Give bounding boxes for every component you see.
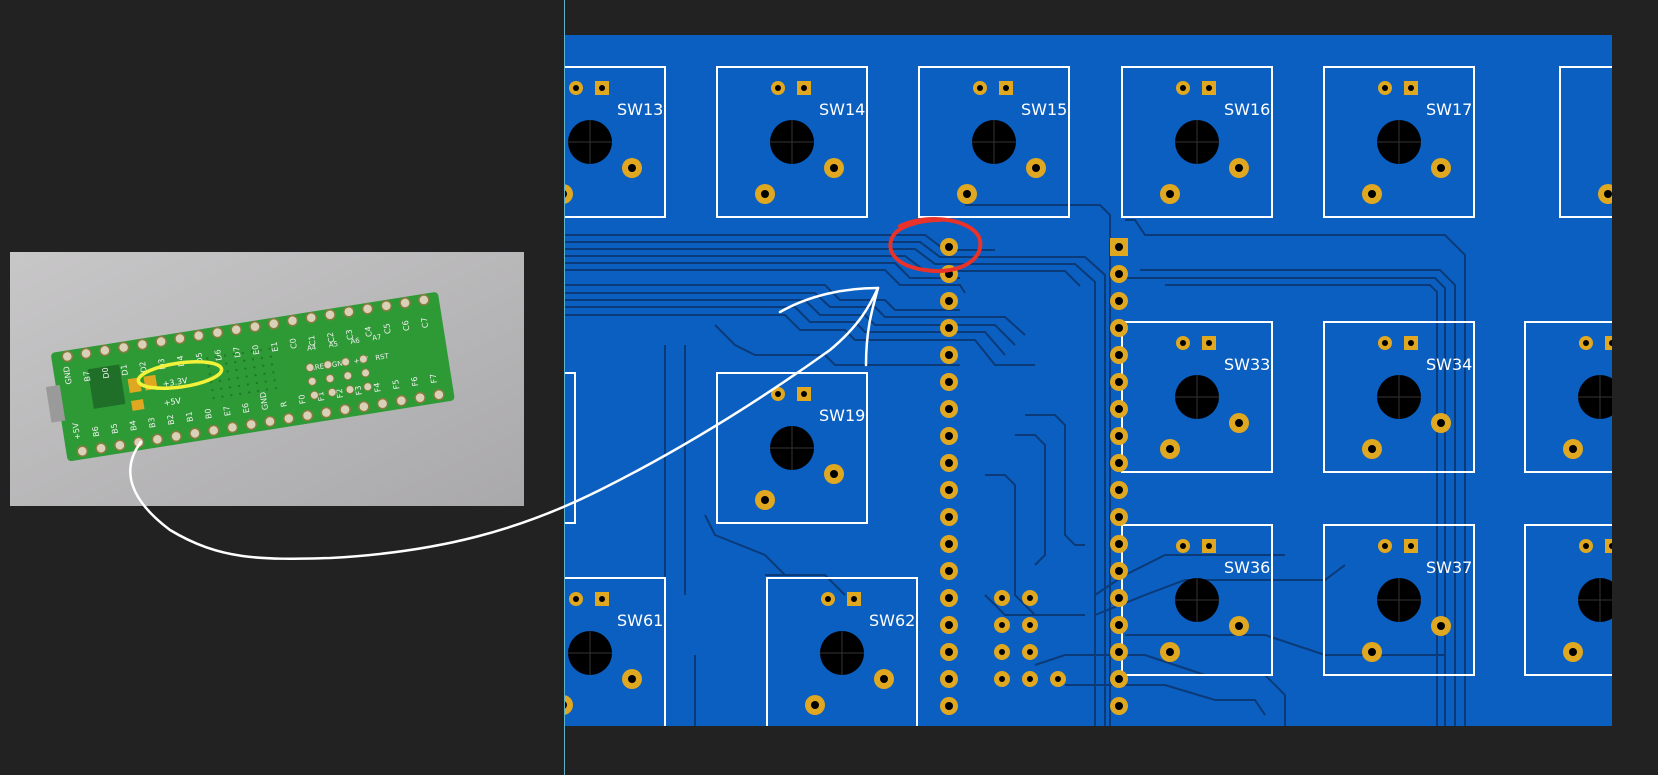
- teensy-pin-label: C1: [307, 335, 318, 347]
- yellow-circle-mark-icon: [136, 360, 224, 390]
- switch-footprint-sw15[interactable]: SW15: [918, 66, 1070, 218]
- teensy-pin-label: B5: [109, 423, 120, 435]
- switch-label: SW17: [1426, 100, 1472, 119]
- teensy-pin-label: C2: [326, 332, 337, 344]
- teensy-pin-label: C6: [401, 320, 412, 332]
- teensy-pin-label: GND: [258, 391, 270, 411]
- teensy-pin-label: D0: [101, 367, 112, 380]
- teensy-pin-label: C4: [363, 326, 374, 338]
- switch-label: SW33: [1224, 355, 1270, 374]
- teensy-pin-label: D1: [119, 364, 130, 377]
- teensy-pin-label: E7: [222, 405, 232, 416]
- teensy-pin-label: B7: [82, 370, 93, 382]
- switch-label: SW34: [1426, 355, 1472, 374]
- teensy-inner-label: GND: [331, 359, 348, 369]
- teensy-pin-label: D3: [157, 358, 168, 371]
- switch-label: SW13: [617, 100, 663, 119]
- teensy-inner-label: A6: [350, 336, 361, 345]
- teensy-board: [51, 292, 455, 462]
- teensy-pin-label: GND: [62, 366, 74, 386]
- switch-footprint-sw37[interactable]: SW37: [1323, 524, 1475, 676]
- teensy-pin-label: B4: [128, 420, 139, 432]
- teensy-inner-label: A7: [372, 333, 382, 342]
- teensy-pin-label: F0: [297, 394, 307, 405]
- teensy-pin-label: F6: [410, 376, 420, 387]
- teensy-pin-label: C3: [345, 329, 356, 341]
- teensy-pin-label: E1: [270, 341, 280, 352]
- switch-label: SW36: [1224, 558, 1270, 577]
- switch-footprint-sw16[interactable]: SW16: [1121, 66, 1273, 218]
- teensy-pin-label: C0: [288, 338, 299, 350]
- teensy-pin-label: D5: [194, 352, 205, 365]
- teensy-pin-label: D7: [232, 346, 243, 359]
- switch-footprint-sw19[interactable]: SW19: [716, 372, 868, 524]
- teensy-pin-label: R: [279, 400, 289, 407]
- window-divider: [564, 0, 565, 775]
- teensy-pin-label: D2: [138, 361, 149, 374]
- switch-footprint-sw36[interactable]: SW36: [1121, 524, 1273, 676]
- teensy-pin-label: C7: [420, 317, 431, 329]
- switch-label: SW16: [1224, 100, 1270, 119]
- switch-label: SW15: [1021, 100, 1067, 119]
- switch-footprint-partial[interactable]: [1524, 321, 1612, 473]
- switch-footprint-partial[interactable]: [565, 372, 576, 524]
- switch-footprint-sw62[interactable]: SW62: [766, 577, 918, 726]
- teensy-pin-label: F4: [372, 382, 382, 393]
- switch-label: SW19: [819, 406, 865, 425]
- switch-footprint-sw17[interactable]: SW17: [1323, 66, 1475, 218]
- teensy-inner-label: A5: [328, 340, 338, 349]
- teensy-pin-label: +5V: [71, 421, 83, 440]
- teensy-pin-label: B0: [203, 408, 214, 420]
- hand-drawn-arrow-icon: [129, 286, 880, 560]
- teensy-pin-label: F5: [391, 379, 401, 390]
- switch-footprint-partial[interactable]: [1524, 524, 1612, 676]
- teensy-pin-label: C5: [382, 323, 393, 335]
- switch-footprint-sw14[interactable]: SW14: [716, 66, 868, 218]
- teensy-pin-label: F3: [354, 385, 364, 396]
- teensy-inner-label: RST: [375, 352, 390, 362]
- teensy-pin-label: E6: [241, 402, 251, 413]
- switch-label: SW62: [869, 611, 915, 630]
- teensy-pin-label: F1: [316, 391, 326, 402]
- switch-label: SW61: [617, 611, 663, 630]
- teensy-inner-label: AREF: [310, 362, 329, 373]
- switch-footprint-partial[interactable]: [1559, 66, 1612, 218]
- pad-5v-label: +5V: [163, 396, 182, 408]
- pcb-traces: [565, 204, 1466, 726]
- red-circle-mark-icon: [888, 217, 983, 273]
- regulator-chip: [87, 364, 126, 409]
- teensy-pin-label: B6: [91, 426, 102, 438]
- switch-label: SW37: [1426, 558, 1472, 577]
- usb-connector: [45, 384, 66, 423]
- teensy-inner-label: A4: [306, 343, 317, 352]
- arrow-head-left-icon: [778, 286, 880, 314]
- switch-footprint-sw61[interactable]: SW61: [565, 577, 666, 726]
- teensy-pin-label: F2: [335, 388, 345, 399]
- switch-footprint-sw13[interactable]: SW13: [565, 66, 666, 218]
- teensy-pin-label: D6: [213, 349, 224, 362]
- teensy-pin-label: F7: [429, 373, 439, 384]
- teensy-pin-label: B3: [147, 417, 158, 429]
- teensy-pin-label: E0: [251, 344, 261, 355]
- switch-footprint-sw33[interactable]: SW33: [1121, 321, 1273, 473]
- teensy-pin-label: B2: [166, 414, 177, 426]
- switch-footprint-sw34[interactable]: SW34: [1323, 321, 1475, 473]
- switch-label: SW14: [819, 100, 865, 119]
- teensy-pin-label: B1: [184, 411, 195, 423]
- arrow-head-right-icon: [864, 286, 880, 367]
